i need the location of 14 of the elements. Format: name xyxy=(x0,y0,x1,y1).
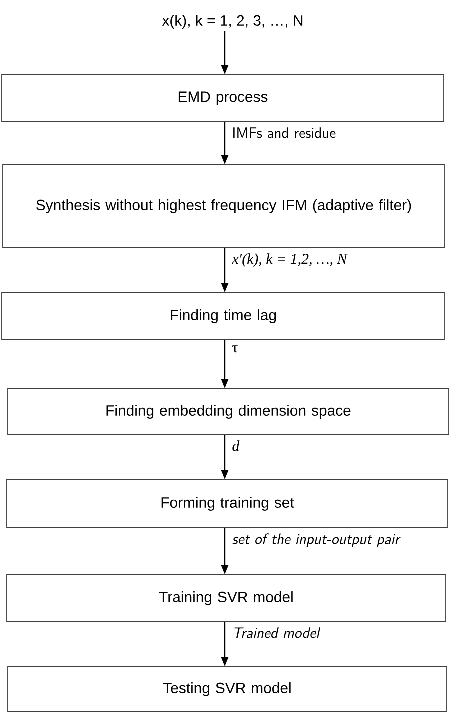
edge-label: d xyxy=(231,440,241,452)
edge-label: set of the input-output pair xyxy=(231,532,401,548)
process-box: Finding time lag xyxy=(2,292,446,340)
edge-label: Trained model xyxy=(231,626,321,640)
input-text: x(k), k = 1, 2, 3, …, N xyxy=(162,15,303,29)
edge-label: x′(k), k = 1,2, …, N xyxy=(231,252,348,268)
process-box: Forming training set xyxy=(6,480,448,528)
process-box: Training SVR model xyxy=(6,574,446,622)
edge-label: τ xyxy=(231,344,240,354)
process-box: Synthesis without highest frequency IFM (adaptive filter) xyxy=(2,164,446,248)
process-box: EMD process xyxy=(2,74,444,122)
edge-label: IMFs and residue xyxy=(231,126,338,140)
process-box: Finding embedding dimension space xyxy=(8,388,450,436)
process-box: Testing SVR model xyxy=(8,666,448,712)
